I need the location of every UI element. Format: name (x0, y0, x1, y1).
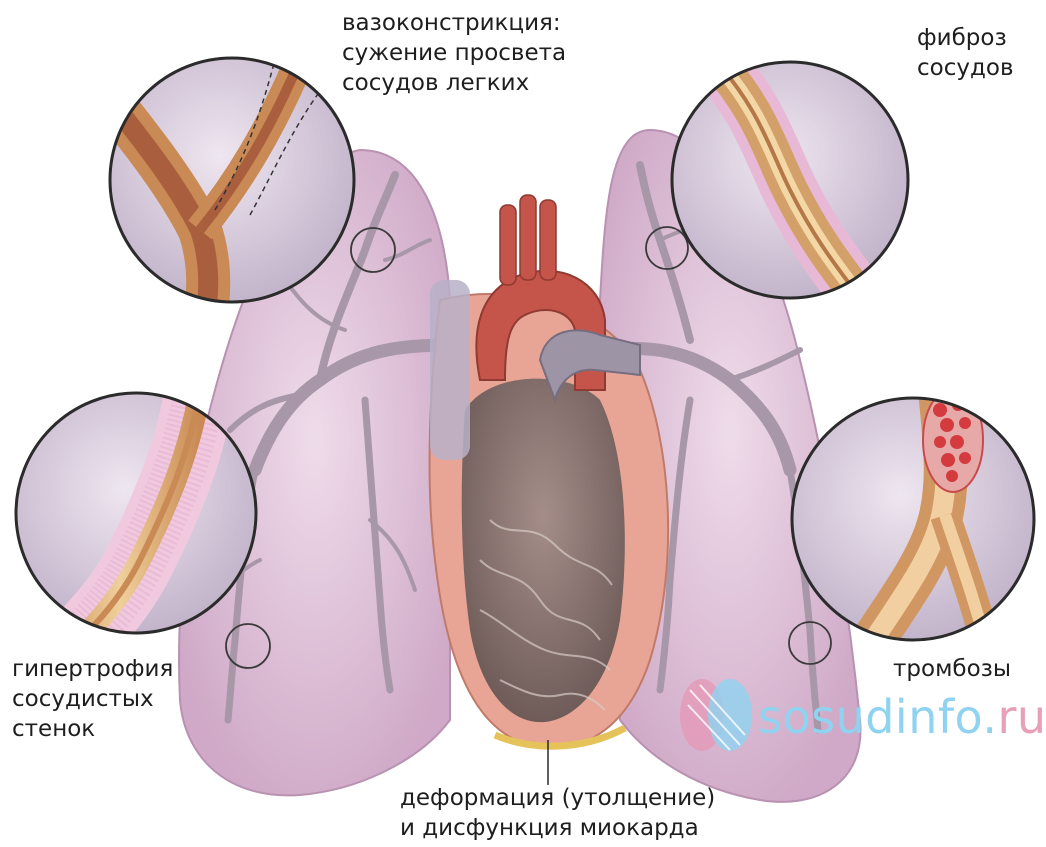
hypertrophy-label: гипертрофия сосудистых стенок (12, 654, 173, 744)
watermark-logo-mark (680, 679, 752, 751)
vasoconstriction-label: вазоконстрикция: сужение просвета сосудо… (342, 8, 566, 98)
myocardium-label: деформация (утолщение) и дисфункция миок… (400, 783, 715, 843)
watermark-main: sosudinfo. (758, 690, 998, 744)
watermark-text: sosudinfo.ru (758, 692, 1046, 742)
fibrosis-label: фиброз сосудов (917, 23, 1014, 83)
watermark-tld: ru (998, 690, 1046, 744)
thrombosis-label: тромбозы (893, 654, 1011, 684)
